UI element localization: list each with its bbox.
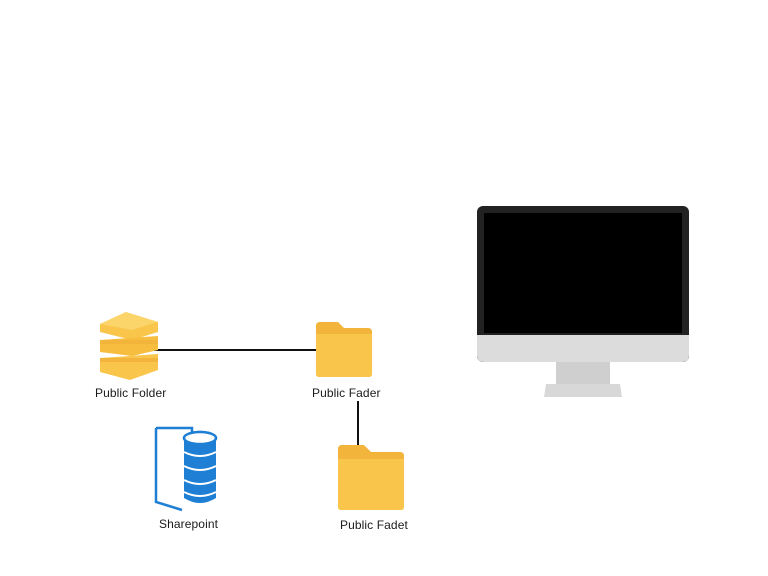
stacked-folder-icon	[100, 312, 158, 380]
folder-bottom-node[interactable]	[336, 443, 406, 511]
sharepoint-node[interactable]	[152, 426, 222, 512]
stack-folder-label: Public Folder	[95, 386, 167, 400]
connector-stack-to-folder	[146, 349, 318, 351]
folder-top-label: Public Fader	[312, 386, 381, 400]
folder-icon	[316, 322, 372, 377]
database-icon	[154, 426, 218, 512]
folder-bottom-label: Public Fadet	[340, 518, 408, 532]
folder-icon	[338, 445, 404, 510]
monitor-icon	[477, 206, 689, 397]
monitor-node[interactable]	[476, 205, 690, 399]
folder-top-node[interactable]	[314, 320, 374, 378]
stack-folder-node[interactable]	[96, 310, 162, 382]
connector-folder-to-folder	[357, 401, 359, 446]
sharepoint-label: Sharepoint	[159, 517, 219, 531]
